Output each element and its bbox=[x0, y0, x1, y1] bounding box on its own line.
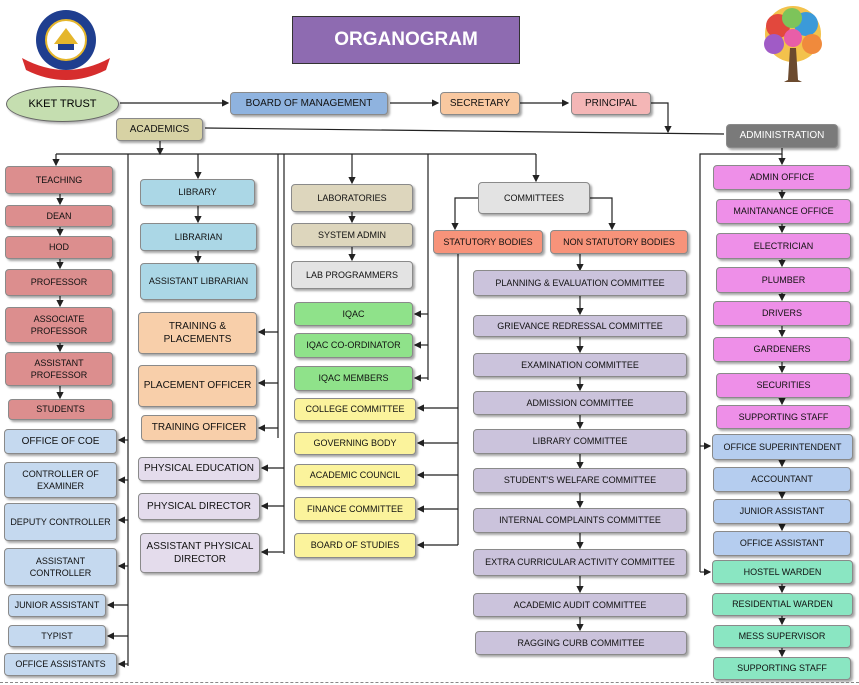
tree-logo bbox=[764, 6, 822, 82]
node-board-of-studies: BOARD OF STUDIES bbox=[294, 533, 416, 558]
node-gardeners: GARDENERS bbox=[713, 337, 851, 362]
node-associate-professor: ASSOCIATE PROFESSOR bbox=[5, 307, 113, 343]
node-residential-warden: RESIDENTIAL WARDEN bbox=[712, 593, 853, 616]
node-supporting-staff-1: SUPPORTING STAFF bbox=[716, 405, 851, 429]
node-extra-curricular-activity-committee: EXTRA CURRICULAR ACTIVITY COMMITTEE bbox=[473, 549, 687, 576]
bottom-divider bbox=[0, 682, 859, 683]
node-office-assistants: OFFICE ASSISTANTS bbox=[4, 653, 117, 676]
node-physical-director: PHYSICAL DIRECTOR bbox=[138, 493, 260, 520]
node-planning-evaluation-committee: PLANNING & EVALUATION COMMITTEE bbox=[473, 270, 687, 296]
node-students: STUDENTS bbox=[8, 399, 113, 420]
node-librarian: LIBRARIAN bbox=[140, 223, 257, 251]
node-assistant-physical-director: ASSISTANT PHYSICAL DIRECTOR bbox=[140, 533, 260, 573]
node-office-superintendent: OFFICE SUPERINTENDENT bbox=[712, 434, 853, 460]
node-grievance-redressal-committee: GRIEVANCE REDRESSAL COMMITTEE bbox=[473, 315, 687, 337]
node-non-statutory-bodies: NON STATUTORY BODIES bbox=[550, 230, 688, 254]
page-title: ORGANOGRAM bbox=[292, 16, 520, 64]
node-admin-office: ADMIN OFFICE bbox=[713, 165, 851, 190]
node-professor: PROFESSOR bbox=[5, 269, 113, 296]
node-iqac: IQAC bbox=[294, 302, 413, 326]
node-students-welfare-committee: STUDENT'S WELFARE COMMITTEE bbox=[473, 468, 687, 493]
node-hostel-warden: HOSTEL WARDEN bbox=[712, 560, 853, 584]
node-hod: HOD bbox=[5, 236, 113, 259]
node-kket-trust: KKET TRUST bbox=[6, 86, 119, 122]
node-finance-committee: FINANCE COMMITTEE bbox=[294, 497, 416, 521]
node-training-placements: TRAINING & PLACEMENTS bbox=[138, 312, 257, 354]
node-internal-complaints-committee: INTERNAL COMPLAINTS COMMITTEE bbox=[473, 508, 687, 533]
node-ragging-curb-committee: RAGGING CURB COMMITTEE bbox=[475, 631, 687, 655]
node-office-of-coe: OFFICE OF COE bbox=[4, 429, 117, 454]
node-typist: TYPIST bbox=[8, 625, 106, 647]
node-maintanance-office: MAINTANANCE OFFICE bbox=[716, 199, 851, 224]
node-assistant-librarian: ASSISTANT LIBRARIAN bbox=[140, 263, 257, 300]
node-supporting-staff-2: SUPPORTING STAFF bbox=[713, 657, 851, 680]
node-placement-officer: PLACEMENT OFFICER bbox=[138, 365, 257, 407]
node-electrician: ELECTRICIAN bbox=[716, 233, 851, 259]
node-securities: SECURITIES bbox=[716, 373, 851, 398]
node-junior-assistant-admin: JUNIOR ASSISTANT bbox=[713, 499, 851, 524]
node-academics: ACADEMICS bbox=[116, 118, 203, 141]
node-governing-body: GOVERNING BODY bbox=[294, 432, 416, 455]
node-laboratories: LABORATORIES bbox=[291, 184, 413, 212]
node-academic-council: ACADEMIC COUNCIL bbox=[294, 464, 416, 487]
node-system-admin: SYSTEM ADMIN bbox=[291, 223, 413, 247]
node-physical-education: PHYSICAL EDUCATION bbox=[138, 457, 260, 481]
node-iqac-members: IQAC MEMBERS bbox=[294, 366, 413, 391]
node-college-committee: COLLEGE COMMITTEE bbox=[294, 398, 416, 421]
node-assistant-professor: ASSISTANT PROFESSOR bbox=[5, 352, 113, 386]
node-statutory-bodies: STATUTORY BODIES bbox=[433, 230, 543, 254]
node-dean: DEAN bbox=[5, 205, 113, 227]
college-seal-logo bbox=[22, 10, 110, 80]
node-accountant: ACCOUNTANT bbox=[713, 467, 851, 492]
node-secretary: SECRETARY bbox=[440, 92, 520, 115]
node-plumber: PLUMBER bbox=[716, 267, 851, 293]
node-academic-audit-committee: ACADEMIC AUDIT COMMITTEE bbox=[473, 593, 687, 617]
node-drivers: DRIVERS bbox=[713, 301, 851, 326]
node-iqac-coordinator: IQAC CO-ORDINATOR bbox=[294, 333, 413, 358]
node-principal: PRINCIPAL bbox=[571, 92, 651, 115]
node-committees: COMMITTEES bbox=[478, 182, 590, 214]
node-teaching: TEACHING bbox=[5, 166, 113, 194]
node-admission-committee: ADMISSION COMMITTEE bbox=[473, 391, 687, 415]
node-board-of-management: BOARD OF MANAGEMENT bbox=[230, 92, 388, 115]
node-administration: ADMINISTRATION bbox=[726, 124, 838, 148]
node-mess-supervisor: MESS SUPERVISOR bbox=[713, 625, 851, 648]
node-controller-of-examiner: CONTROLLER OF EXAMINER bbox=[4, 462, 117, 498]
node-deputy-controller: DEPUTY CONTROLLER bbox=[4, 503, 117, 541]
node-library: LIBRARY bbox=[140, 179, 255, 206]
node-library-committee: LIBRARY COMMITTEE bbox=[473, 429, 687, 454]
node-junior-assistant-coe: JUNIOR ASSISTANT bbox=[8, 594, 106, 617]
node-office-assistant: OFFICE ASSISTANT bbox=[713, 531, 851, 556]
node-lab-programmers: LAB PROGRAMMERS bbox=[291, 261, 413, 289]
node-assistant-controller: ASSISTANT CONTROLLER bbox=[4, 548, 117, 586]
node-examination-committee: EXAMINATION COMMITTEE bbox=[473, 353, 687, 377]
node-training-officer: TRAINING OFFICER bbox=[141, 415, 257, 441]
